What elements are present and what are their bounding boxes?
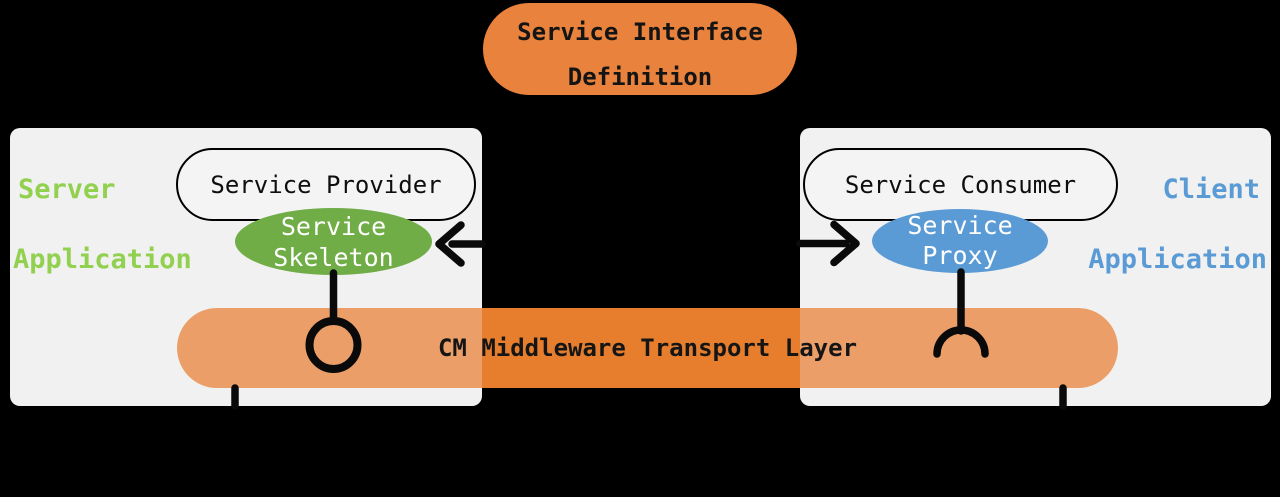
transport-layer-bar: CM Middleware Transport Layer <box>177 308 1118 388</box>
service-consumer-node: Service Consumer <box>803 148 1118 221</box>
server-application-box: Server Application Service Provider Serv… <box>10 128 482 406</box>
service-consumer-label: Service Consumer <box>844 170 1077 199</box>
service-provider-label: Service Provider <box>210 170 442 199</box>
service-skeleton-label-line1: Service <box>280 211 387 241</box>
server-label: Server <box>18 174 116 205</box>
service-proxy-node: Service Proxy <box>872 209 1048 273</box>
service-interface-definition-label-line2: Definition <box>567 63 713 91</box>
server-application-label: Application <box>13 244 192 275</box>
transport-layer-label: CM Middleware Transport Layer <box>437 334 858 362</box>
service-interface-definition-label-line1: Service Interface <box>517 18 763 46</box>
service-skeleton-node: Service Skeleton <box>235 208 432 275</box>
client-application-label: Application <box>1088 244 1267 275</box>
client-label: Client <box>1162 174 1260 205</box>
transport-layer-bar-gap-segment <box>482 308 800 388</box>
service-skeleton-label-line2: Skeleton <box>273 242 394 272</box>
service-proxy-label-line1: Service <box>907 211 1013 240</box>
service-interface-definition-node: Service Interface Definition <box>483 3 797 95</box>
service-proxy-label-line2: Proxy <box>922 241 998 270</box>
